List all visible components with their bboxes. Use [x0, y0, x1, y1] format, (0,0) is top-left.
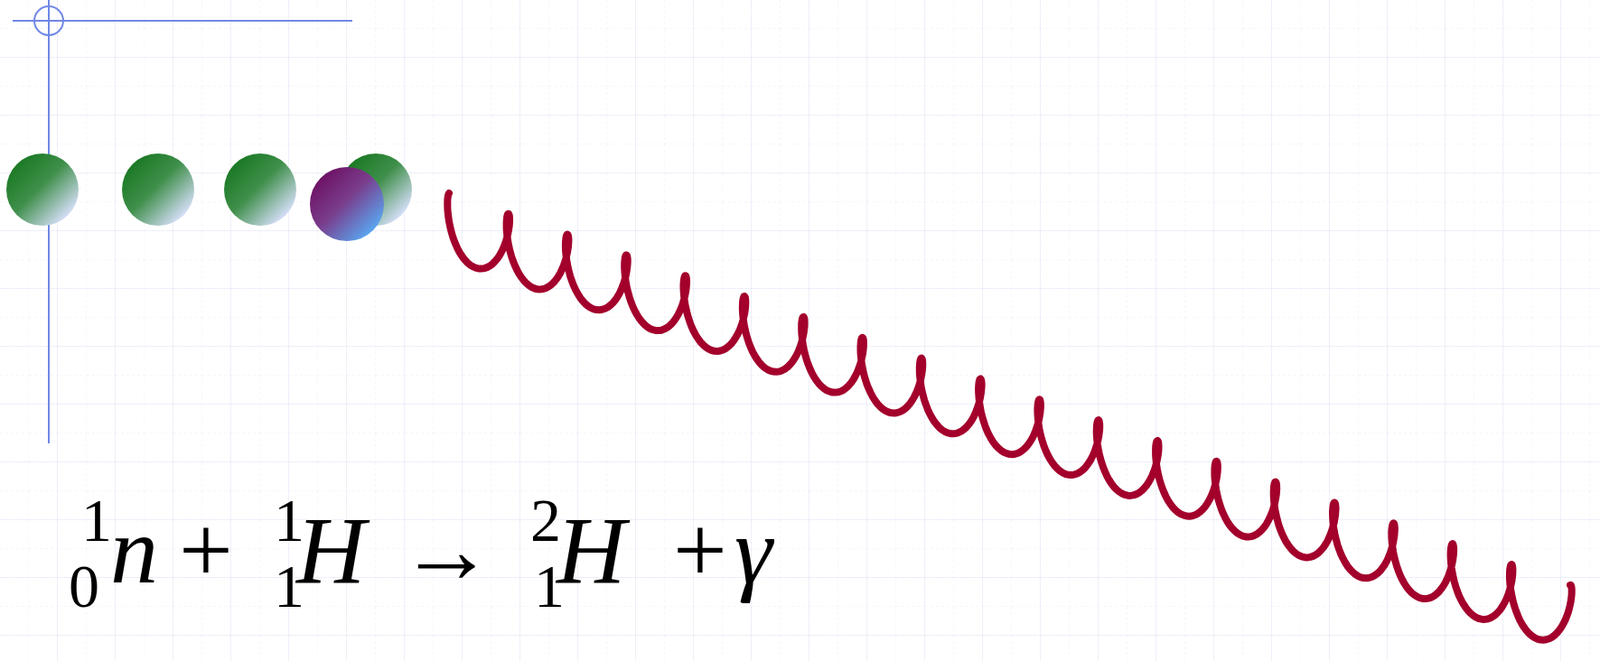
element-symbol: H — [296, 503, 366, 599]
gamma-symbol: γ — [734, 503, 773, 599]
element-symbol: H — [556, 503, 627, 599]
neutron-sphere — [309, 167, 384, 242]
plus-sign: + — [673, 503, 728, 599]
mass-number: 2 — [530, 489, 562, 552]
particle-symbol: n — [110, 503, 159, 599]
plus-sign: + — [178, 503, 234, 599]
rule-circle — [34, 6, 64, 36]
mass-number: 1 — [81, 489, 113, 552]
proton-sphere — [224, 153, 297, 226]
reaction-arrow: → — [398, 503, 495, 599]
atomic-number: 0 — [68, 555, 100, 618]
proton-sphere — [6, 153, 79, 226]
proton-sphere — [121, 153, 195, 226]
gamma-wave — [447, 193, 1572, 641]
